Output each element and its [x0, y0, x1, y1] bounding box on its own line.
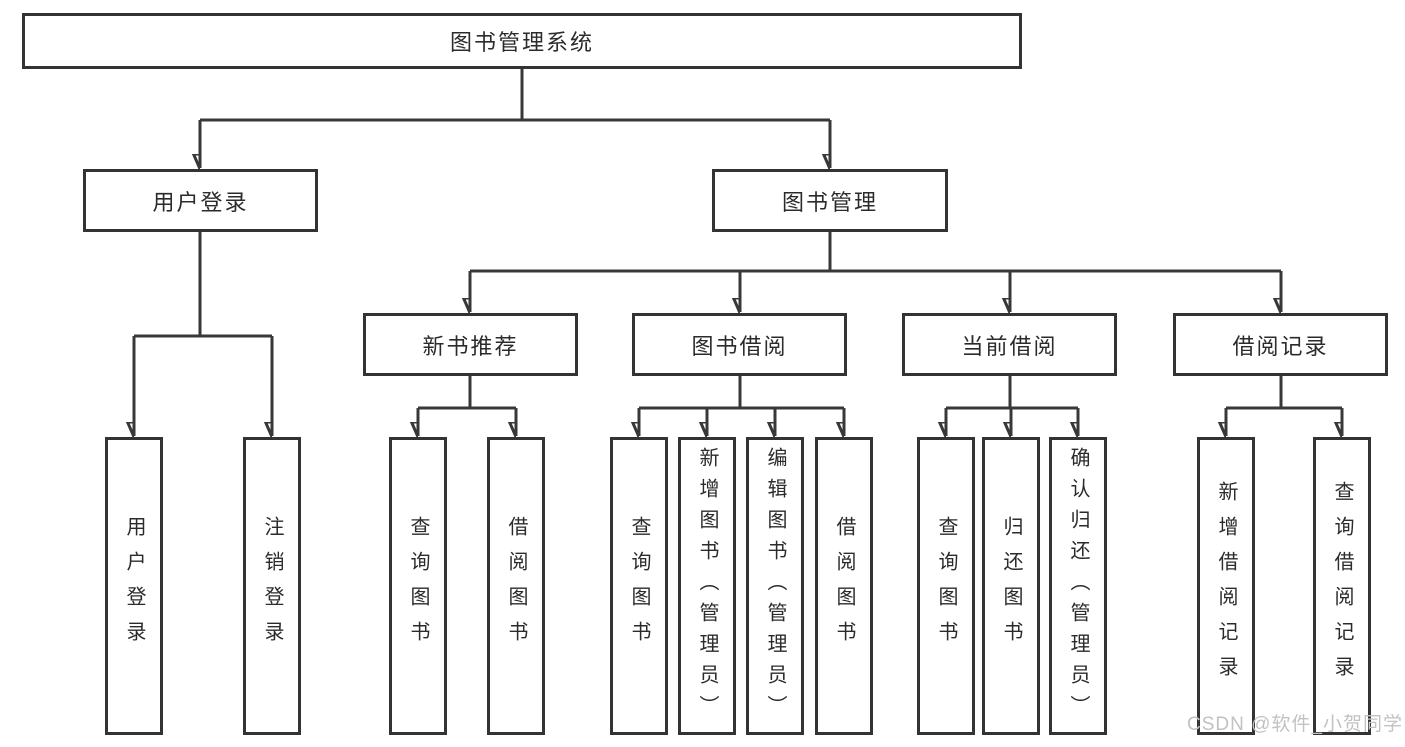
leaf-return-books: 归还图书	[982, 437, 1040, 735]
node-book-borrowing: 图书借阅	[632, 313, 847, 376]
connector-book-mgmt-to-level3	[470, 232, 1283, 312]
connector-root-to-level2	[200, 69, 832, 168]
leaf-query-borrow-record: 查询借阅记录	[1313, 437, 1371, 735]
leaf-borrow-books: 借阅图书	[815, 437, 873, 735]
connector-borrowing-records-children	[1226, 376, 1344, 436]
node-new-book-recommend: 新书推荐	[363, 313, 578, 376]
leaf-edit-book-admin: 编辑图书（管理员）	[746, 437, 804, 735]
leaf-add-book-admin: 新增图书（管理员）	[678, 437, 736, 735]
node-root-system: 图书管理系统	[22, 13, 1022, 69]
connector-current-borrowing-children	[946, 376, 1080, 436]
leaf-logout: 注销登录	[243, 437, 301, 735]
connector-book-borrowing-children	[639, 376, 846, 436]
leaf-user-login: 用户登录	[105, 437, 163, 735]
leaf-query-books-current: 查询图书	[917, 437, 975, 735]
node-borrowing-records: 借阅记录	[1173, 313, 1388, 376]
leaf-query-books-recommend: 查询图书	[389, 437, 447, 735]
leaf-add-borrow-record: 新增借阅记录	[1197, 437, 1255, 735]
node-user-login: 用户登录	[83, 169, 318, 232]
connector-new-book-recommend-children	[418, 376, 518, 436]
connector-user-login-children	[134, 232, 274, 436]
node-book-management: 图书管理	[712, 169, 948, 232]
leaf-query-books-borrowing: 查询图书	[610, 437, 668, 735]
leaf-borrow-books-recommend: 借阅图书	[487, 437, 545, 735]
node-current-borrowing: 当前借阅	[902, 313, 1117, 376]
csdn-watermark: CSDN @软件_小贺同学	[1187, 714, 1403, 735]
leaf-confirm-return-admin: 确认归还（管理员）	[1049, 437, 1107, 735]
